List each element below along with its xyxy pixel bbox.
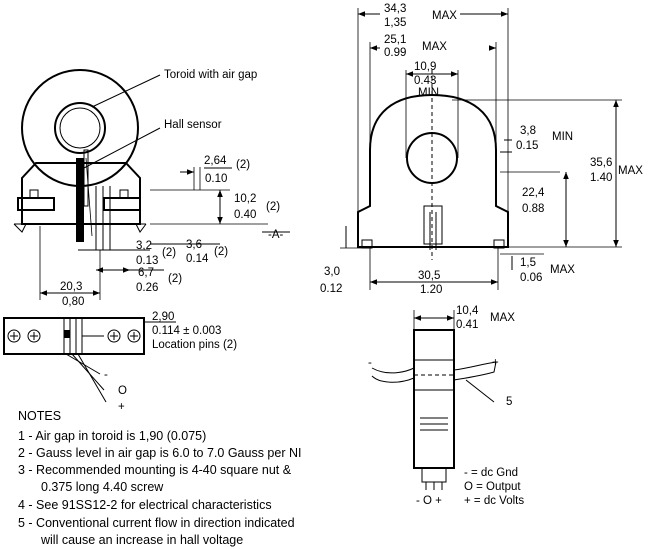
dim-34-3: 34,3 (384, 3, 406, 15)
dim-0-80: 0,80 (62, 296, 84, 308)
side-view (13, 69, 290, 300)
wire-label-minus: - (368, 357, 372, 369)
dim-10-4-max: MAX (490, 312, 515, 324)
base-block (13, 162, 147, 233)
dim-35-max: MAX (618, 165, 643, 177)
front-view (340, 8, 622, 290)
dim-0-14: 0.14 (186, 253, 209, 265)
dim-25-max: MAX (422, 41, 447, 53)
dim-10-2-note: (2) (266, 201, 280, 213)
dim-0-40: 0.40 (234, 209, 256, 221)
wire-label-plus: + (492, 357, 499, 369)
legend-volts: + = dc Volts (464, 495, 524, 507)
dim-6-7-note: (2) (168, 273, 182, 285)
note-3b: 0.375 long 4.40 screw (41, 480, 164, 494)
toroid-leader (91, 74, 161, 108)
pin-label-plus: + (118, 401, 125, 413)
dim-35-6: 35,6 (590, 157, 612, 169)
ref-5-label: 5 (506, 396, 512, 408)
pin-label-minus: - (104, 369, 108, 381)
dim-6-7: 6,7 (138, 267, 154, 279)
dim-0-88: 0.88 (522, 203, 544, 215)
dim-3-0: 3,0 (324, 266, 340, 278)
dim-2-90: 2,90 (152, 311, 174, 323)
location-pins-label: Location pins (2) (152, 339, 237, 351)
notes-heading: NOTES (18, 409, 61, 423)
wire-plus (453, 361, 497, 381)
pin-label-output: O (118, 385, 127, 397)
dim-10-4: 10,4 (456, 305, 479, 317)
bottom-pin-labels: - O + (416, 495, 442, 507)
dim-10-2: 10,2 (234, 193, 256, 205)
dim-30-5: 30,5 (418, 270, 440, 282)
note-2: 2 - Gauss level in air gap is 6.0 to 7.0… (18, 446, 301, 460)
dim-1-5-max: MAX (550, 264, 575, 276)
dim-0-26: 0.26 (136, 282, 158, 294)
legend-gnd: - = dc Gnd (464, 467, 518, 479)
dim-10-9-min: MIN (418, 87, 439, 99)
note-5a: 5 - Conventional current flow in directi… (18, 516, 295, 530)
dim-2-64-note: (2) (236, 159, 250, 171)
callout-toroid: Toroid with air gap (164, 69, 257, 81)
dim-3-2-note: (2) (162, 247, 176, 259)
dim-20-3: 20,3 (60, 281, 82, 293)
notes-block: NOTES 1 - Air gap in toroid is 1,90 (0.0… (18, 409, 301, 547)
sensor-side-view (371, 310, 497, 490)
dim-3-2: 3,2 (136, 240, 152, 252)
dim-22-4: 22,4 (522, 187, 545, 199)
datum-a: -A- (268, 229, 284, 241)
dim-0-12: 0.12 (320, 283, 342, 295)
note-5b: will cause an increase in hall voltage (40, 533, 243, 547)
dim-3-6: 3,6 (186, 239, 202, 251)
dim-1-35: 1,35 (384, 17, 406, 29)
dim-0-13: 0.13 (136, 255, 158, 267)
hall-sensor-leader (83, 127, 161, 169)
hall-sensor-board (76, 149, 111, 250)
labels: Toroid with air gap Hall sensor 2,64 0.1… (60, 3, 643, 507)
dim-3-8-min: MIN (552, 131, 573, 143)
dim-1-40: 1.40 (590, 172, 612, 184)
dim-0-43: 0.43 (414, 75, 436, 87)
wire-minus (371, 367, 415, 383)
dim-10-9: 10,9 (414, 61, 436, 73)
dim-2-64: 2,64 (204, 155, 227, 167)
dim-0-06: 0.06 (520, 272, 542, 284)
dim-0-114: 0.114 ± 0.003 (152, 325, 221, 337)
note-1: 1 - Air gap in toroid is 1,90 (0.075) (18, 429, 206, 443)
dim-1-20: 1.20 (420, 284, 442, 296)
legend-output: O = Output (464, 481, 521, 493)
dim-34-max: MAX (432, 10, 457, 22)
note-3a: 3 - Recommended mounting is 4-40 square … (18, 463, 292, 477)
callout-hall-sensor: Hall sensor (164, 119, 222, 131)
dim-0-41: 0.41 (456, 319, 478, 331)
dim-0-15: 0.15 (516, 140, 538, 152)
dim-3-8: 3,8 (520, 125, 536, 137)
note-4: 4 - See 91SS12-2 for electrical characte… (18, 498, 272, 512)
location-view (3, 317, 176, 403)
dim-0-99: 0.99 (384, 47, 406, 59)
dim-3-6-note: (2) (214, 246, 228, 258)
dim-1-5: 1,5 (520, 257, 536, 269)
dim-25-1: 25,1 (384, 34, 406, 46)
dim-0-10: 0.10 (205, 173, 227, 185)
